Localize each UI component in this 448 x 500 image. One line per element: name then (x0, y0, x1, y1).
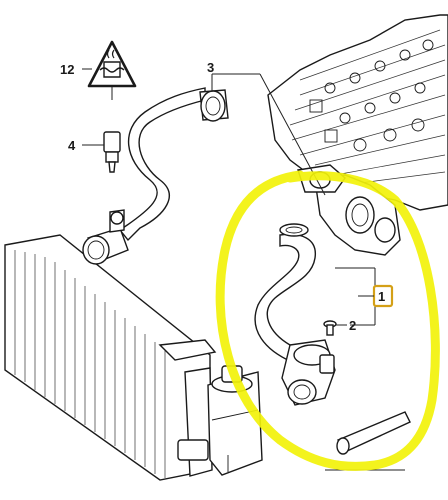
upper-radiator-hose (82, 87, 229, 265)
callout-1: 1 (378, 289, 385, 304)
engine-cylinder-head (267, 14, 448, 211)
callout-4: 4 (68, 138, 76, 153)
highlight-circle (215, 170, 440, 471)
callout-1-box: 1 (372, 284, 394, 308)
temperature-sensor (103, 131, 121, 173)
lower-radiator-hose (254, 223, 336, 406)
bleed-hose (336, 411, 411, 455)
bleed-screw (323, 320, 337, 336)
callout-12: 12 (60, 62, 74, 77)
callout-3: 3 (207, 60, 214, 75)
callout-2: 2 (349, 318, 356, 333)
radiator (4, 234, 217, 481)
hot-coolant-warning-triangle-icon (87, 40, 137, 88)
